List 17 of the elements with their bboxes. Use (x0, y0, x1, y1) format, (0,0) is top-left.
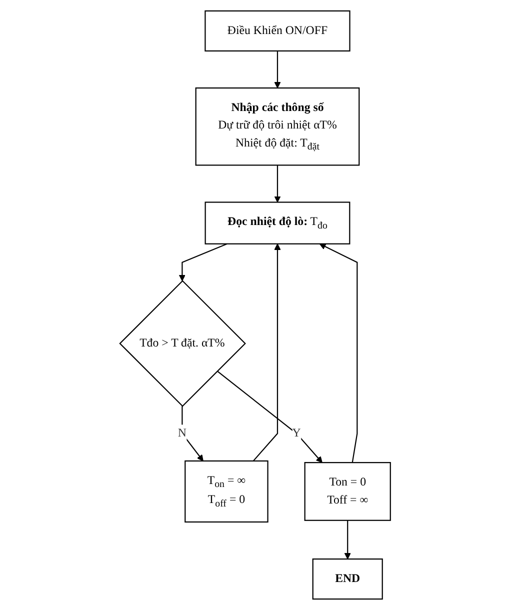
node-box: Ton = 0 Toff = ∞ (304, 462, 391, 521)
node-box: Nhập các thông số Dự trữ độ trôi nhiệt αT% Nhiệt độ đặt: T$_{đặt}$ (195, 87, 360, 166)
edge-label: N (178, 426, 186, 440)
node-box: T$_{on}$ = ∞ T$_{off}$ = 0 (184, 460, 268, 523)
edge-label: Y (292, 426, 301, 440)
node-diamond: Tđo > T đặt. αT% (119, 280, 246, 407)
node-box: END (312, 558, 383, 600)
node-box: Điều Khiển ON/OFF (204, 10, 350, 52)
node-box: Đọc nhiệt độ lò: T$_{đo}$ (204, 202, 350, 244)
arrow (216, 370, 322, 463)
arrow (319, 244, 358, 463)
arrow (274, 165, 281, 203)
arrow (252, 244, 281, 462)
arrow (274, 50, 281, 88)
arrow (344, 520, 351, 560)
arrow (178, 243, 228, 282)
arrow (181, 406, 204, 462)
